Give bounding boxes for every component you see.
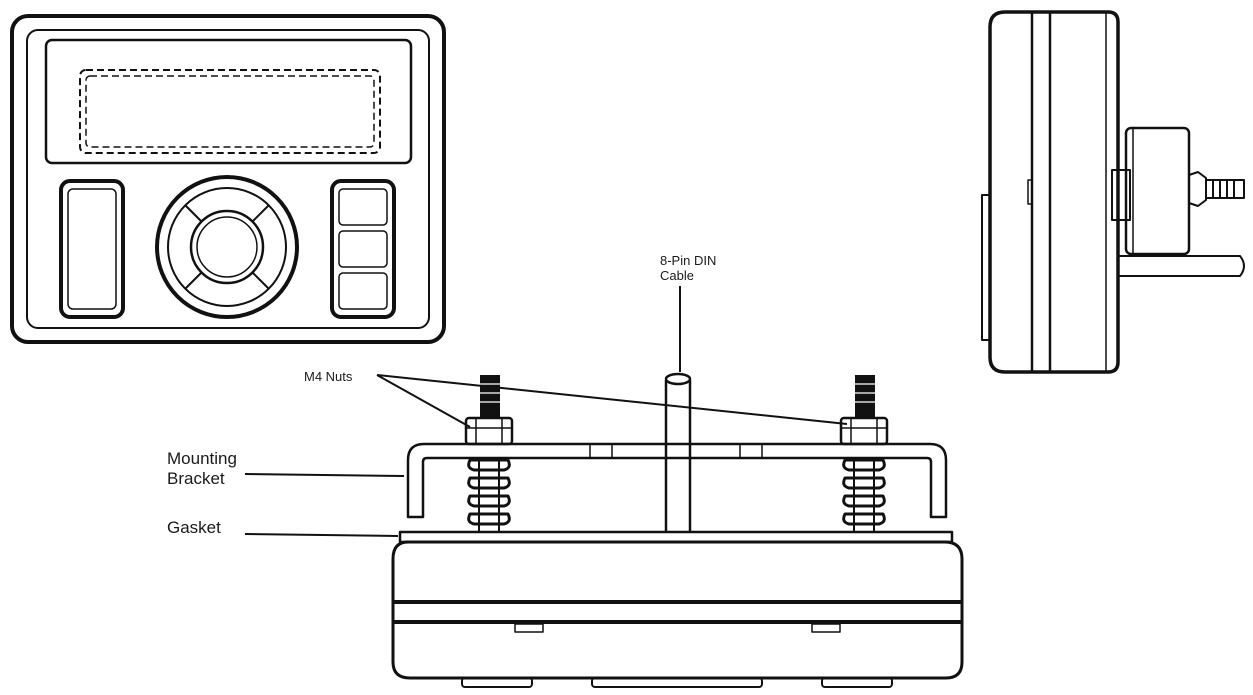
right-stud bbox=[839, 375, 889, 533]
display-window bbox=[44, 38, 413, 165]
front-outer-housing bbox=[10, 14, 446, 344]
side-view bbox=[981, 10, 1245, 374]
mounting-bracket bbox=[406, 442, 948, 519]
bracket-label-line2: Bracket bbox=[167, 468, 225, 488]
display-screen bbox=[79, 69, 381, 154]
din-cable bbox=[664, 372, 692, 532]
right-button-stack bbox=[330, 179, 396, 319]
front-view bbox=[10, 14, 446, 344]
left-button-face bbox=[67, 188, 117, 310]
left-button bbox=[59, 179, 125, 319]
assembly-view bbox=[244, 286, 964, 688]
controller-housing bbox=[391, 540, 964, 688]
bracket-label-line1: Mounting bbox=[167, 449, 237, 468]
bracket-label: Mounting Bracket bbox=[167, 449, 237, 488]
side-bracket-block bbox=[1124, 126, 1191, 256]
control-knob bbox=[155, 175, 299, 319]
left-stud bbox=[464, 375, 514, 533]
display-screen-inner bbox=[85, 75, 375, 148]
nuts-label: M4 Nuts bbox=[304, 369, 353, 384]
front-bezel bbox=[26, 29, 430, 329]
cable-label: 8-Pin DIN Cable bbox=[660, 253, 717, 284]
cable-label-line2: Cable bbox=[660, 267, 694, 283]
leader-lines bbox=[244, 286, 848, 537]
gasket-label: Gasket bbox=[167, 518, 221, 537]
cable-label-line1: 8-Pin DIN bbox=[660, 253, 717, 268]
